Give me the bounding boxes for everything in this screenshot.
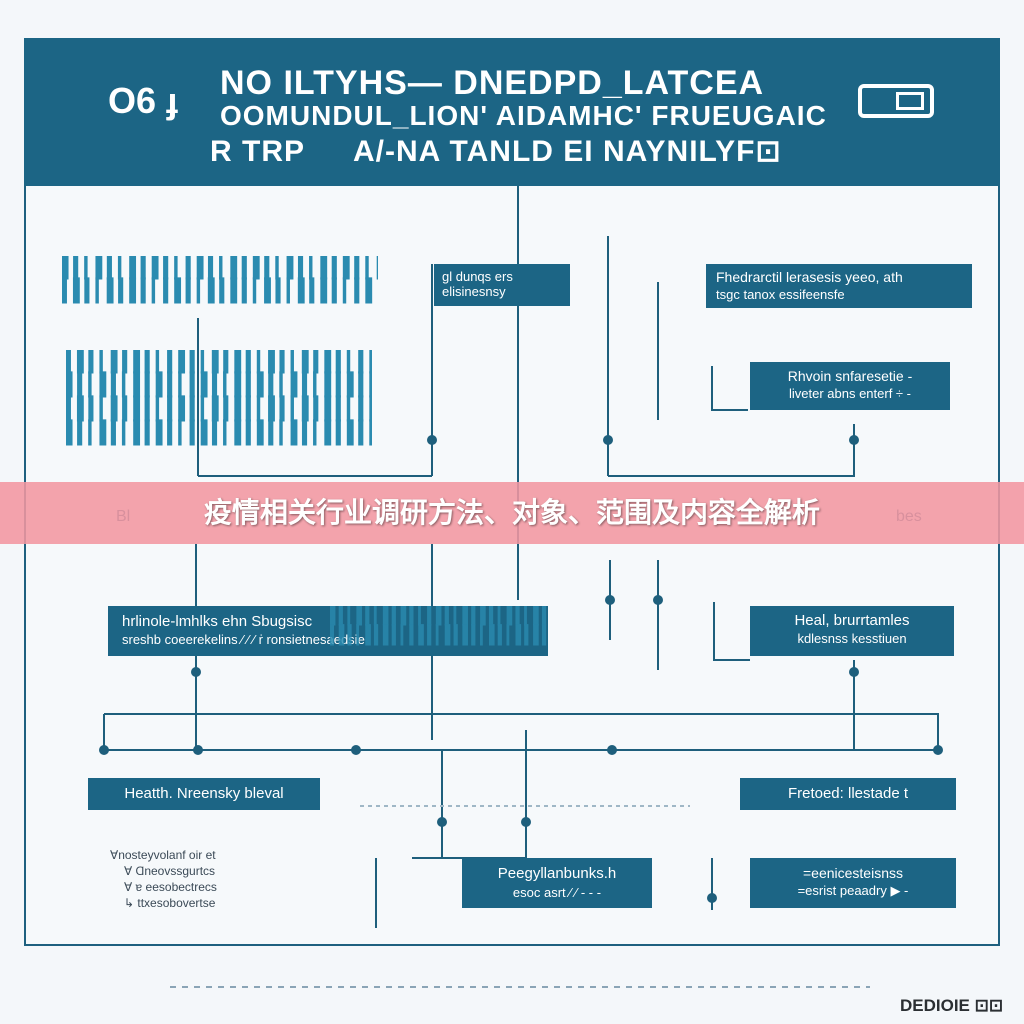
junction-dot [603,435,613,445]
connector-right-bracket [711,366,748,411]
connector-lower-bracket [713,602,750,661]
junction-dot [707,893,717,903]
footer-dotted-line [170,986,870,988]
box-top-right-line1: Fhedrarctil lerasesis yeeo, ath [716,269,903,285]
junction-dot [607,745,617,755]
box-peegy: Peegyllanbunks.h esoc asrt ⁄ ⁄ - - - [462,858,652,908]
box-top-right-line2: tsgc tanox essifeensfe [716,287,845,302]
footer-mark: DEDIOIE ⊡⊡ [900,996,1004,1015]
junction-dot [605,595,615,605]
diagram-header [24,38,1000,186]
header-line3-left: R TRP [210,135,305,168]
scribble-line: ▍▌▍▎▌▍▌▍▎▍▌▍▎▌▍▌▍▎▌▍▎▌▍▌▍▎▍▌ [62,279,378,304]
box-mid-right-line2: liveter abns enterf ÷ - [788,386,912,401]
header-logo-left: O6 ɟ [108,80,179,121]
box-health: Heatth. Nreensky bleval [88,778,320,810]
junction-dot [191,667,201,677]
title-banner [0,482,1024,544]
junction-dot [437,817,447,827]
box-top-center-line2: elisinesnsy [442,284,506,299]
gray-list-item: Ɐnosteyvolanf oir et [110,848,216,862]
box-bottom-right-line2: =esrist peaadry ▶ - [797,883,909,898]
scribble-line: ▌▍▎▌▍▎▌▍▌▍▎▍▌▍▎▌▍▌▍▎▌▍▎▌▍▌▍▎▍▌▍▎ [66,421,372,446]
box-right-lower-line2: kdlesnss kesstiuen [797,631,907,646]
junction-dot [427,435,437,445]
junction-dot [99,745,109,755]
scribble-block-top-left: ▌▍▎▌▍▎▌▍▌▍▎▍▌▍▎▌▍▌▍▎▌▍▎▌▍▌▍▎▍▌▍▎ ▍▌▍▎▌▍▌… [62,256,378,306]
junction-dot [933,745,943,755]
scribble-line: ▌▍▎▌▍▎▌▍▌▍▎▍▌▍▎▌▍▌▍▎▌▍▎▌▍▌▍▎▍▌▍▎ [62,256,378,280]
scribble-line: ▌▍▎▌▍▎▌▍▌▍▎▍▌▍▎▌▍▌▍▎▌▍▎▌▍▌▍▎▍▌▍▎ [330,606,550,626]
box-top-center-line1: gl dunqs ers [442,269,513,284]
gray-list-item: Ɐ Ɑneovssgurtcs [124,864,216,878]
box-peegy-line2: esoc asrt ⁄ ⁄ - - - [512,885,602,900]
box-wide-left-line2: sreshb coeerekelins ⁄ ⁄ ⁄ ṙ ronsietnesae… [122,632,365,647]
junction-dot [351,745,361,755]
box-top-right: Fhedrarctil lerasesis yeeo, ath tsgc tan… [706,264,972,308]
header-title-line1: NO ILTYHS— DNEDPD_LATCEA [220,64,765,102]
junction-dot [849,435,859,445]
scribble-line: ▍▌▍▎▌▍▌▍▎▍▌▍▎▌▍▌▍▎▌▍▎▌▍▌▍▎▍▌ [66,350,372,374]
box-mid-right-line1: Rhvoin snfaresetie - [787,368,913,384]
junction-dot [193,745,203,755]
box-fretoed: Fretoed: llestade t [740,778,956,810]
junction-dot [653,595,663,605]
header-line3-right: A/-NA TANLD EI NAYNILYF⊡ [353,135,782,168]
scribble-line: ▍▌▍▎▌▍▌▍▎▍▌▍▎▌▍▌▍▎▌▍▎▌▍▌▍▎▍▌ [66,397,372,422]
connector-lower-bus [103,714,938,751]
box-top-center: gl dunqs ers elisinesnsy [434,264,570,306]
connector-lower-top [104,713,939,750]
scribble-line: ▌▍▎▌▍▎▌▍▌▍▎▍▌▍▎▌▍▌▍▎▌▍▎▌▍▌▍▎▍▌▍▎ [66,373,372,398]
banner-title: 疫情相关行业调研方法、对象、范围及内容全解析 [203,496,820,529]
box-right-lower: Heal, brurrtamles kdlesnss kesstiuen [750,606,954,656]
scribble-line: ▍▌▍▎▌▍▌▍▎▍▌▍▎▌▍▌▍▎▌▍▎▌▍▌▍▎▍▌ [330,625,550,646]
box-mid-right: Rhvoin snfaresetie - liveter abns enterf… [750,362,950,410]
box-bottom-right: =eenicesteisnss =esrist peaadry ▶ - [750,858,956,908]
scribble-block-wide: ▌▍▎▌▍▎▌▍▌▍▎▍▌▍▎▌▍▌▍▎▌▍▎▌▍▌▍▎▍▌▍▎ ▍▌▍▎▌▍▌… [330,606,550,652]
box-peegy-line1: Peegyllanbunks.h [497,865,617,882]
box-right-lower-line1: Heal, brurrtamles [794,612,910,629]
header-logo-right-icon [858,84,934,118]
connector-right-join [608,424,855,477]
junction-dot [521,817,531,827]
gray-list-item: ↳ ttxesobovertse [124,896,216,910]
junction-dot [849,667,859,677]
box-wide-left-line1: hrlinole-lmhlks ehn Sbugsisc [122,613,313,630]
header-title-line2: OOMUNDUL_LION' AIDAMHC' FRUEUGAIC [220,100,827,131]
gray-list-item: Ɐ ɐ eesobectrecs [124,880,217,894]
box-wide-left: hrlinole-lmhlks ehn Sbugsisc sreshb coee… [108,606,548,656]
header-title-line3: R TRP A/-NA TANLD EI NAYNILYF⊡ [210,134,782,169]
scribble-block-mid-left: ▍▌▍▎▌▍▌▍▎▍▌▍▎▌▍▌▍▎▌▍▎▌▍▌▍▎▍▌ ▌▍▎▌▍▎▌▍▌▍▎… [66,350,372,450]
box-bottom-right-line1: =eenicesteisnss [802,865,903,881]
